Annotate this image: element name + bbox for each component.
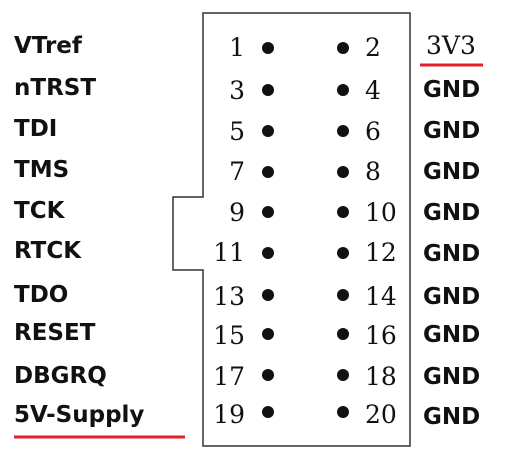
signal-label-vtref: VTref xyxy=(14,33,82,59)
pin-dot-14 xyxy=(337,289,349,301)
signal-label-gnd: GND xyxy=(423,284,481,310)
pin-number-9: 9 xyxy=(229,198,245,227)
signal-label-gnd: GND xyxy=(423,364,481,390)
signal-label-tms: TMS xyxy=(14,157,70,183)
pin-number-15: 15 xyxy=(213,321,245,350)
pin-dot-9 xyxy=(262,206,274,218)
pin-dot-6 xyxy=(337,125,349,137)
pin-dot-18 xyxy=(337,369,349,381)
signal-label-tck: TCK xyxy=(14,198,65,224)
pin-dot-3 xyxy=(262,84,274,96)
pin-dot-4 xyxy=(337,84,349,96)
pin-dot-12 xyxy=(337,247,349,259)
pin-number-18: 18 xyxy=(365,362,397,391)
signal-label-gnd: GND xyxy=(423,159,481,185)
pin-dot-5 xyxy=(262,125,274,137)
pin-number-10: 10 xyxy=(365,198,397,227)
pin-number-5: 5 xyxy=(229,117,245,146)
signal-label-gnd: GND xyxy=(423,118,481,144)
signal-label-3v3: 3V3 xyxy=(426,31,476,60)
pin-dot-19 xyxy=(262,406,274,418)
pin-number-20: 20 xyxy=(365,400,397,429)
signal-label-tdi: TDI xyxy=(14,116,58,142)
pin-dot-13 xyxy=(262,289,274,301)
signal-label-reset: RESET xyxy=(14,320,96,346)
pin-dot-17 xyxy=(262,369,274,381)
pin-dot-15 xyxy=(262,328,274,340)
pin-dot-2 xyxy=(337,42,349,54)
signal-label-gnd: GND xyxy=(423,322,481,348)
pin-number-12: 12 xyxy=(365,238,397,267)
signal-label-gnd: GND xyxy=(423,200,481,226)
pin-number-3: 3 xyxy=(229,76,245,105)
signal-label-dbgrq: DBGRQ xyxy=(14,363,107,389)
pin-dot-1 xyxy=(262,42,274,54)
pin-number-8: 8 xyxy=(365,157,381,186)
pin-number-16: 16 xyxy=(365,321,397,350)
pin-dot-16 xyxy=(337,328,349,340)
pin-number-1: 1 xyxy=(229,33,245,62)
pin-dot-7 xyxy=(262,166,274,178)
pin-number-14: 14 xyxy=(365,282,397,311)
pin-number-7: 7 xyxy=(229,157,245,186)
pin-number-17: 17 xyxy=(213,362,245,391)
signal-label-gnd: GND xyxy=(423,404,481,430)
pin-dot-10 xyxy=(337,206,349,218)
pin-number-6: 6 xyxy=(365,117,381,146)
pin-dot-8 xyxy=(337,166,349,178)
pin-number-2: 2 xyxy=(365,33,381,62)
signal-label-5v-supply: 5V-Supply xyxy=(14,402,145,428)
pin-dot-20 xyxy=(337,406,349,418)
connector-outline xyxy=(172,12,411,447)
pin-number-19: 19 xyxy=(213,400,245,429)
pin-number-11: 11 xyxy=(213,238,245,267)
signal-label-gnd: GND xyxy=(423,241,481,267)
signal-label-tdo: TDO xyxy=(14,282,69,308)
pin-number-4: 4 xyxy=(365,76,381,105)
signal-label-gnd: GND xyxy=(423,77,481,103)
pin-dot-11 xyxy=(262,247,274,259)
signal-label-rtck: RTCK xyxy=(14,238,82,264)
signal-label-ntrst: nTRST xyxy=(14,75,97,101)
pin-number-13: 13 xyxy=(213,282,245,311)
